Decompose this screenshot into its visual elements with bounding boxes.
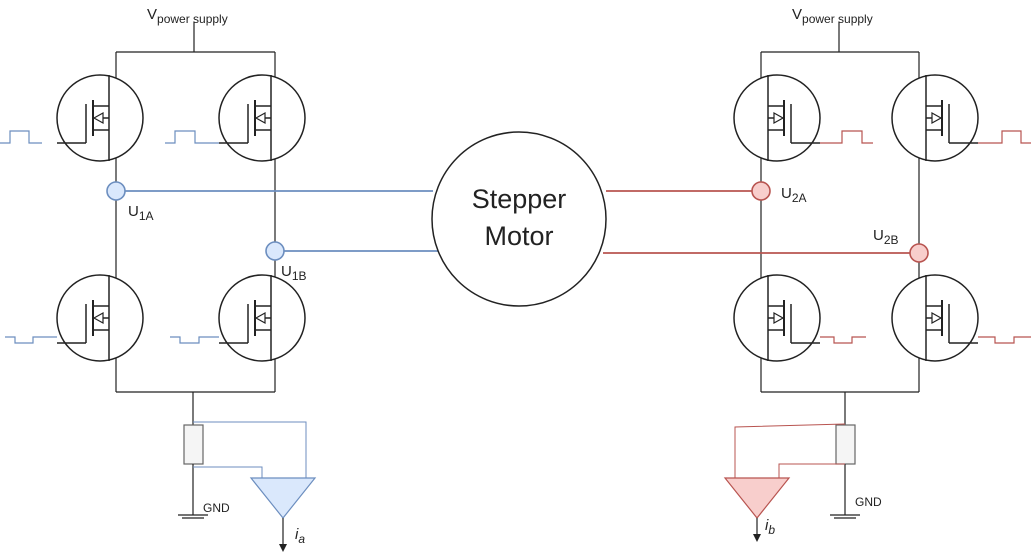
- node-u1a-label: U1A: [128, 203, 154, 223]
- right-current-arrow-icon: [753, 534, 761, 542]
- gate-signal-right-high-a: [820, 130, 873, 144]
- left-gnd-label: GND: [203, 501, 230, 515]
- left-supply-label: Vpower supply: [147, 6, 228, 26]
- left-amp-input-high: [193, 421, 307, 478]
- right-ground-icon: [830, 514, 860, 519]
- node-u1b-label: U1B: [281, 263, 307, 283]
- left-ground-icon: [178, 514, 208, 519]
- left-amp-input-low: [193, 466, 263, 478]
- transistor-right-high-a: [733, 74, 821, 162]
- stepper-motor: Stepper Motor: [431, 131, 607, 307]
- transistor-left-high-b: [218, 74, 306, 162]
- gate-signal-left-high-b: [165, 130, 219, 144]
- transistor-right-high-b: [891, 74, 979, 162]
- left-current-label: ia: [295, 526, 305, 546]
- gate-signal-right-low-a: [820, 336, 866, 344]
- right-amp-input-high: [734, 423, 846, 478]
- node-u2a-label: U2A: [781, 185, 807, 205]
- right-h-bridge: Vpower supply GND ib: [603, 6, 1031, 542]
- transistor-right-low-b: [891, 274, 979, 362]
- node-u1a: [106, 181, 126, 201]
- right-amp-input-low: [778, 463, 845, 478]
- left-current-arrow-icon: [279, 544, 287, 552]
- node-u2a: [751, 181, 771, 201]
- left-current-amplifier: [249, 477, 317, 519]
- right-supply-label: Vpower supply: [792, 6, 873, 26]
- gate-signal-right-high-b: [978, 130, 1031, 144]
- node-u1b: [265, 241, 285, 261]
- right-sense-resistor: [835, 424, 856, 465]
- motor-circle: [431, 131, 607, 307]
- transistor-left-high-a: [56, 74, 144, 162]
- transistor-right-low-a: [733, 274, 821, 362]
- node-u2b-label: U2B: [873, 227, 899, 247]
- gate-signal-left-high-a: [0, 130, 42, 144]
- transistor-left-low-a: [56, 274, 144, 362]
- left-sense-resistor: [183, 424, 204, 465]
- motor-label-line2: Motor: [484, 221, 553, 251]
- left-h-bridge: Vpower supply GND: [0, 6, 439, 552]
- right-gnd-label: GND: [855, 495, 882, 509]
- right-current-label: ib: [765, 517, 775, 537]
- motor-label-line1: Stepper: [472, 184, 567, 214]
- gate-signal-right-low-b: [978, 336, 1031, 344]
- node-u2b: [909, 243, 929, 263]
- right-current-amplifier: [723, 477, 791, 519]
- transistor-left-low-b: [218, 274, 306, 362]
- gate-signal-left-low-b: [170, 336, 219, 344]
- gate-signal-left-low-a: [5, 336, 57, 344]
